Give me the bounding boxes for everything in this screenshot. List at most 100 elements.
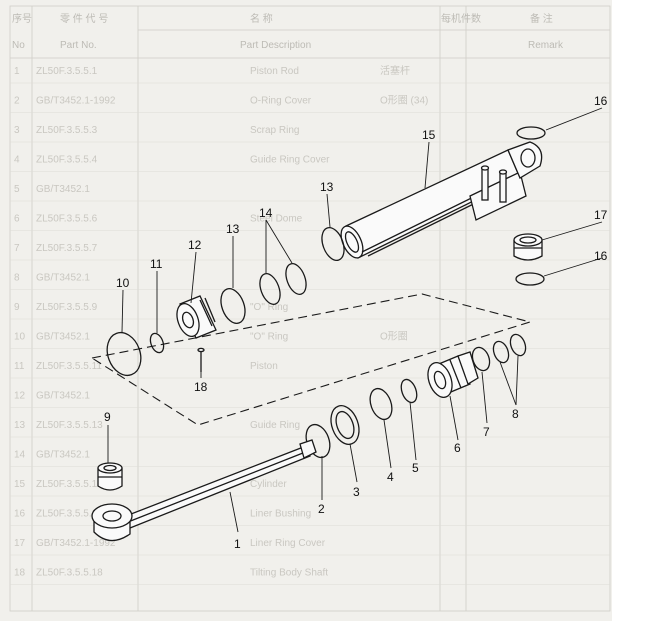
callout-4: 4 [387, 470, 394, 484]
table-cell-part-no: ZL50F.3.5.5.18 [36, 568, 103, 579]
callout-14: 14 [259, 206, 273, 220]
table-cell-no: 5 [14, 184, 20, 195]
table-cell-part-no: GB/T3452.1 [36, 450, 90, 461]
callout-7: 7 [483, 425, 490, 439]
table-cell-desc-en: Scrap Ring [250, 125, 299, 136]
table-cell-name-cn: O形圈 (34) [380, 95, 428, 107]
table-cell-part-no: GB/T3452.1-1992 [36, 96, 116, 107]
header-partno-cn: 零 件 代 号 [60, 13, 108, 25]
page-edge [612, 0, 645, 621]
header-remark-cn: 备 注 [530, 12, 553, 25]
header-seq-en: No [12, 40, 25, 51]
table-cell-part-no: ZL50F.3.5.5.6 [36, 214, 98, 225]
callout-9: 9 [104, 410, 111, 424]
table-cell-part-no: GB/T3452.1 [36, 391, 90, 402]
table-cell-no: 14 [14, 450, 26, 461]
table-cell-no: 11 [14, 361, 25, 372]
table-cell-no: 17 [14, 538, 26, 549]
table-cell-part-no: ZL50F.3.5.5.3 [36, 125, 98, 136]
part-13-guide-ring-left [220, 288, 246, 324]
table-cell-no: 7 [14, 243, 20, 254]
part-18-pin [197, 347, 205, 372]
part-5-seal [400, 378, 418, 404]
callout-6: 6 [454, 441, 461, 455]
table-cell-no: 18 [14, 568, 26, 579]
table-cell-part-no: GB/T3452.1-1992 [36, 538, 116, 549]
header-partno-en: Part No. [60, 40, 97, 51]
table-cell-name-cn: 活塞杆 [380, 64, 410, 77]
part-14-seal-pair [259, 263, 307, 305]
callout-8: 8 [512, 407, 519, 421]
callout-15: 15 [422, 128, 436, 142]
parts-table-header: 序号 No 零 件 代 号 Part No. 名 称 Part Descript… [12, 12, 564, 51]
part-3-scraper-ring [330, 405, 360, 445]
table-cell-desc-en: O-Ring Cover [250, 96, 312, 107]
table-cell-desc-en: "O" Ring [250, 332, 288, 343]
callout-2: 2 [318, 502, 325, 516]
table-cell-no: 10 [14, 332, 26, 343]
table-cell-desc-en: Liner Bushing [250, 509, 311, 520]
table-cell-desc-en: Steel Dome [250, 214, 303, 225]
table-cell-desc-en: Guide Ring [250, 420, 300, 431]
table-cell-no: 9 [14, 302, 20, 313]
table-cell-no: 13 [14, 420, 26, 431]
callout-labels: 1 2 3 4 5 6 7 8 9 10 11 12 13 13 14 15 1… [104, 94, 608, 551]
table-cell-part-no: ZL50F.3.5.5.13 [36, 420, 103, 431]
table-cell-name-cn: O形圈 [380, 331, 408, 343]
table-cell-no: 12 [14, 391, 26, 402]
part-11-small-o-ring [149, 332, 165, 354]
table-cell-desc-en: Piston Rod [250, 66, 299, 77]
header-desc-en: Part Description [240, 40, 311, 51]
callout-10: 10 [116, 276, 130, 290]
part-16-snap-ring-lower [515, 272, 545, 286]
part-13-guide-ring-right [321, 227, 345, 261]
callout-13-right: 13 [320, 180, 334, 194]
table-cell-part-no: ZL50F.3.5.5.15 [36, 479, 103, 490]
table-cell-desc-en: Tilting Body Shaft [250, 568, 328, 579]
table-cell-no: 4 [14, 155, 20, 166]
part-17-bushing [513, 233, 543, 261]
table-cell-part-no: ZL50F.3.5.5.9 [36, 302, 98, 313]
leader-lines [107, 107, 603, 533]
table-cell-part-no: GB/T3452.1 [36, 184, 90, 195]
table-cell-part-no: GB/T3452.1 [36, 273, 90, 284]
table-cell-part-no: GB/T3452.1 [36, 332, 90, 343]
table-cell-desc-en: Cylinder [250, 479, 287, 490]
callout-16-lower: 16 [594, 249, 608, 263]
callout-3: 3 [353, 485, 360, 499]
parts-table-ghost [9, 5, 611, 612]
table-cell-no: 8 [14, 273, 20, 284]
callout-16-upper: 16 [594, 94, 608, 108]
table-cell-no: 2 [14, 96, 20, 107]
table-cell-no: 15 [14, 479, 26, 490]
header-qty-cn: 每机件数 [441, 12, 481, 25]
callout-11: 11 [150, 257, 163, 271]
table-cell-part-no: ZL50F.3.5.5.16 [36, 509, 103, 520]
part-4-o-ring [369, 387, 393, 421]
table-cell-desc-en: Guide Ring Cover [250, 155, 330, 166]
header-seq-cn: 序号 [12, 12, 32, 25]
callout-12: 12 [188, 238, 202, 252]
table-cell-desc-en: "O" Ring [250, 302, 288, 313]
callout-1: 1 [234, 537, 241, 551]
part-10-o-ring [106, 331, 142, 377]
table-cell-no: 3 [14, 125, 20, 136]
callout-5: 5 [412, 461, 419, 475]
part-12-piston [176, 295, 217, 339]
part-1-piston-rod [91, 439, 317, 542]
part-16-snap-ring-upper [516, 126, 546, 140]
table-cell-part-no: ZL50F.3.5.5.1 [36, 66, 98, 77]
header-remark-en: Remark [528, 40, 564, 51]
header-name-cn: 名 称 [250, 12, 273, 25]
table-cell-no: 16 [14, 509, 26, 520]
callout-13-left: 13 [226, 222, 240, 236]
part-9-bushing [97, 462, 123, 491]
table-cell-part-no: ZL50F.3.5.5.7 [36, 243, 98, 254]
part-15-cylinder [340, 141, 543, 259]
table-cell-part-no: ZL50F.3.5.5.11 [36, 361, 102, 372]
table-cell-desc-en: Liner Ring Cover [250, 538, 326, 549]
table-cell-no: 6 [14, 214, 20, 225]
assembly-boundary-dashed [90, 293, 533, 426]
